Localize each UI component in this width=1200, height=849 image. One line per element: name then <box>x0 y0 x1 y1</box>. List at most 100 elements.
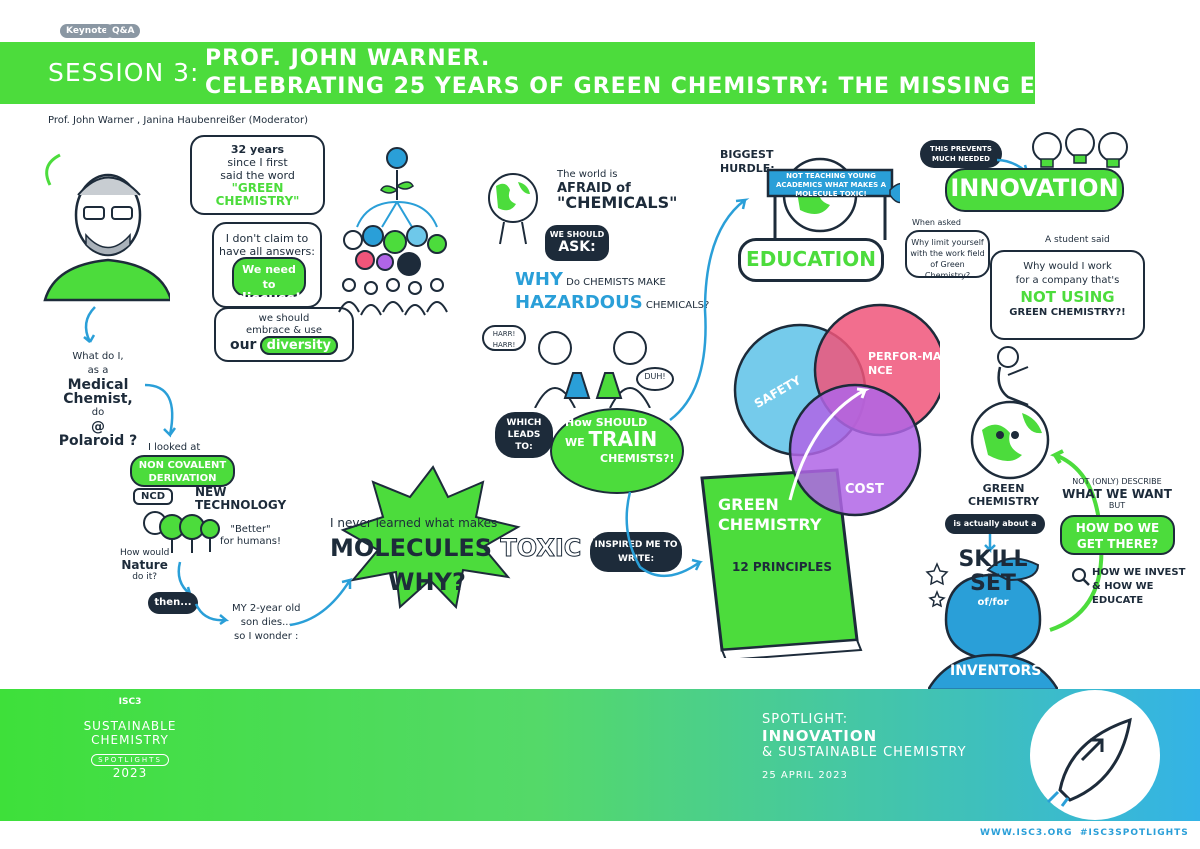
chemists-illustration <box>534 331 651 408</box>
discuss-pill: We need to discuss! <box>232 257 306 307</box>
footer-hashtag[interactable]: #ISC3SPOTLIGHTS <box>1080 828 1189 838</box>
gc-label: GREEN CHEMISTRY <box>968 482 1039 508</box>
better-line-1: "Better" <box>230 524 271 535</box>
when-asked-text: When asked <box>912 218 961 227</box>
we-should-text: WE SHOULD <box>549 230 605 239</box>
question-line-2: as a <box>87 365 109 376</box>
nature-line-1: How would <box>120 548 170 558</box>
son-line-2: son dies... <box>240 617 292 628</box>
brand-year: 2023 <box>112 766 148 780</box>
brand-line-3: SPOTLIGHTS <box>91 754 169 766</box>
embrace-line-2: embrace & use <box>246 325 322 336</box>
cap-icon <box>986 557 1040 582</box>
audience-people <box>338 278 448 316</box>
looked-at-text: I looked at <box>148 442 201 453</box>
inventor-illustration <box>928 557 1058 690</box>
hair-shape <box>77 176 141 196</box>
session-title: PROF. JOHN WARNER. CELEBRATING 25 YEARS … <box>205 45 1158 101</box>
hazardous-question: WHY Do CHEMISTS MAKE HAZARDOUS CHEMICALS… <box>515 270 709 316</box>
embrace-our: our <box>229 337 257 353</box>
afraid-line-3: "CHEMICALS" <box>557 193 678 212</box>
question-line-4: Chemist, <box>63 391 133 407</box>
venn-arrow <box>788 387 870 501</box>
of-for-word: of/for <box>977 597 1009 608</box>
speech-bubble-icon <box>397 252 421 276</box>
footer-band <box>0 689 1200 821</box>
tag-keynote: Keynote <box>60 24 114 38</box>
which-leads-pill: WHICH LEADS TO: <box>495 412 553 458</box>
invest-text: HOW WE INVEST & HOW WE EDUCATE <box>1092 566 1200 608</box>
why-limit-bubble: Why limit yourself with the work field o… <box>905 230 990 280</box>
harr-bubble: HARR! HARR! <box>482 325 526 351</box>
diversity-pill: diversity <box>259 336 339 355</box>
duh-bubble: DUH! <box>636 367 674 391</box>
venn-performance-label: PERFOR-MANCE <box>868 350 942 377</box>
ncd-box: NCD <box>133 488 174 505</box>
glasses-right <box>111 206 133 220</box>
glasses-left <box>83 206 105 220</box>
claim-line-2: have all answers: <box>218 245 315 258</box>
skill-set-label: SKILL SET of/for <box>958 548 1028 610</box>
question-line-1: What do I, <box>72 351 124 362</box>
speech-bubble-icon <box>383 230 407 254</box>
train-chemists: CHEMISTS?! <box>600 452 675 465</box>
prevents-pill: THIS PREVENTS MUCH NEEDED <box>920 140 1002 168</box>
afraid-line-1: The world is <box>557 169 618 180</box>
person-head <box>997 346 1019 368</box>
shirt-shape <box>43 258 170 302</box>
train-question: How SHOULD WE TRAIN CHEMISTS?! <box>565 415 675 467</box>
embrace-bubble: we should embrace & use our diversity <box>214 307 354 362</box>
earth-character-icon <box>488 173 538 245</box>
book-title-line-1: GREEN <box>718 495 779 514</box>
describe-line-1: NOT (ONLY) DESCRIBE <box>1072 477 1162 486</box>
title-line-2: CELEBRATING 25 YEARS OF GREEN CHEMISTRY:… <box>205 74 1158 99</box>
why-label: WHY <box>515 269 563 290</box>
beard-shape <box>85 233 131 256</box>
green-chemistry-quote: "GREEN CHEMISTRY" <box>215 181 300 208</box>
train-word: TRAIN <box>588 427 658 451</box>
arrow-right-icon <box>194 603 230 626</box>
hazardous-label: HAZARDOUS <box>515 292 643 313</box>
question-line-5: do <box>91 407 105 418</box>
afraid-line-2: AFRAID of <box>557 181 631 196</box>
why-word: WHY <box>388 568 452 596</box>
spotlight-date: 25 APRIL 2023 <box>762 770 848 781</box>
invest-line-1: HOW WE INVEST <box>1092 567 1186 578</box>
title-banner <box>0 42 1035 104</box>
why-limit-line-1: Why limit yourself <box>911 238 984 247</box>
speech-bubble-icon <box>355 250 375 270</box>
embrace-line-1: we should <box>258 313 310 324</box>
son-text: MY 2-year old son dies... so I wonder : <box>232 602 300 644</box>
footer-url[interactable]: WWW.ISC3.ORG <box>980 828 1073 838</box>
arrow-up-right-icon <box>289 578 353 627</box>
education-label: EDUCATION <box>738 238 884 282</box>
pointer-arrow <box>45 153 61 186</box>
toxic-word: TOXIC <box>500 534 582 563</box>
lightbulb-icon <box>386 147 408 169</box>
molecules-toxic: MOLECULES TOXIC ! <box>330 534 601 563</box>
arrow-down-icon <box>984 534 996 554</box>
describe-line-2: WHAT WE WANT <box>1062 487 1172 501</box>
book-illustration <box>700 468 863 658</box>
speech-bubble-icon <box>362 225 384 247</box>
describe-line-3: BUT <box>1108 501 1126 510</box>
why-limit-line-2: with the work field <box>910 249 985 258</box>
magnifier-icon <box>1072 568 1090 586</box>
describe-text: NOT (ONLY) DESCRIBE WHAT WE WANT BUT <box>1062 476 1172 512</box>
years-bubble: 32 years since I first said the word "GR… <box>190 135 325 215</box>
ask-text: ASK: <box>558 239 596 255</box>
student-line-2: for a company that's <box>1015 275 1120 286</box>
rocket-icon <box>1046 717 1132 807</box>
book-title: GREEN CHEMISTRY <box>718 495 821 535</box>
actually-about-pill: is actually about a <box>945 514 1045 534</box>
ncd-line-2: DERIVATION <box>148 473 217 484</box>
chemicals-label: CHEMICALS? <box>645 300 710 311</box>
inspired-pill: INSPIRED ME TO WRITE: <box>590 532 682 572</box>
brand-line-1: SUSTAINABLE <box>83 719 177 733</box>
spotlight-block: SPOTLIGHT: INNOVATION & SUSTAINABLE CHEM… <box>762 712 967 781</box>
student-said-text: A student said <box>1045 235 1110 245</box>
book-title-line-2: CHEMISTRY <box>718 515 822 534</box>
years-line-1: 32 years <box>230 143 285 156</box>
venn-diagram <box>733 303 940 517</box>
innovation-label: INNOVATION <box>945 168 1124 212</box>
